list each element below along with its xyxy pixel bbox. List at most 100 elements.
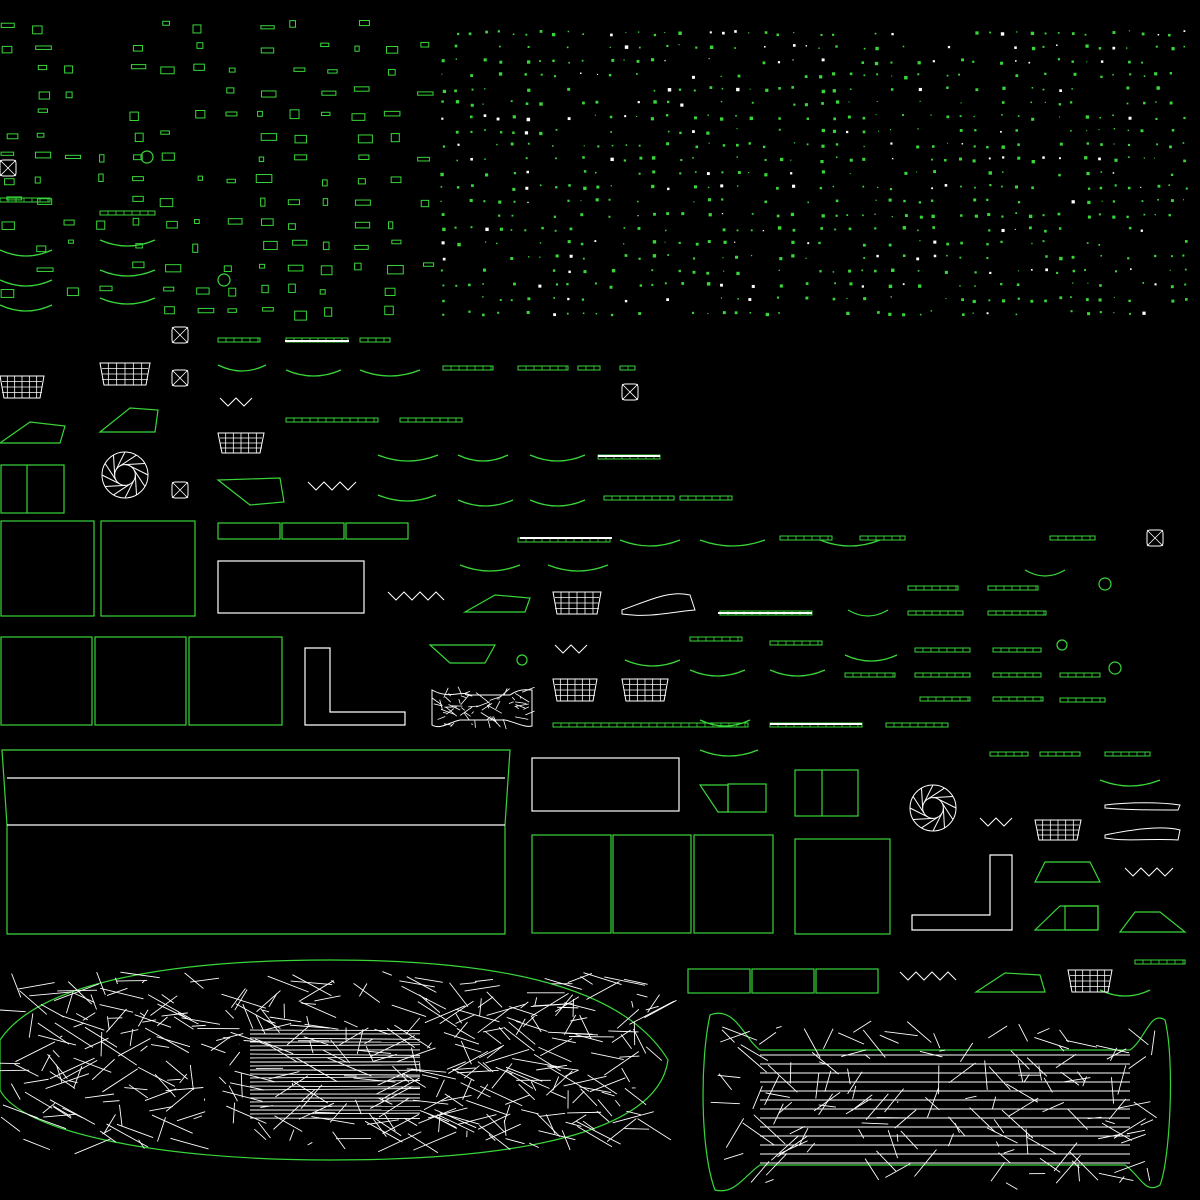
uv-dot bbox=[524, 229, 527, 232]
uv-quad bbox=[38, 91, 51, 100]
uv-quad bbox=[34, 176, 41, 184]
uv-quad bbox=[358, 154, 370, 161]
mesh-wire bbox=[538, 1130, 576, 1141]
mesh-wire bbox=[460, 1040, 472, 1065]
uv-dot bbox=[1071, 88, 1073, 90]
uv-dot bbox=[1128, 60, 1131, 64]
uv-dot bbox=[709, 86, 713, 89]
uv-dot bbox=[749, 116, 754, 121]
uv-dot bbox=[1100, 60, 1104, 63]
uv-dot bbox=[790, 212, 795, 217]
mesh-wire bbox=[838, 1032, 865, 1045]
uv-quad bbox=[354, 244, 369, 250]
uv-dot bbox=[917, 73, 920, 76]
mesh-wire bbox=[249, 1117, 421, 1120]
mesh-wire bbox=[1067, 1108, 1088, 1130]
mesh-wire bbox=[547, 1065, 579, 1071]
island-wide-1 bbox=[217, 560, 365, 614]
uv-dot bbox=[1128, 226, 1132, 230]
mesh-wire bbox=[629, 1000, 675, 1025]
uv-dot bbox=[748, 298, 752, 301]
uv-dot bbox=[527, 297, 531, 301]
uv-dot bbox=[665, 114, 669, 117]
uv-strip bbox=[1049, 535, 1096, 541]
uv-quad bbox=[260, 197, 266, 207]
uv-dot bbox=[484, 88, 486, 90]
uv-dot bbox=[736, 156, 738, 158]
mesh-wire bbox=[549, 1090, 567, 1099]
mesh-wire bbox=[47, 1054, 68, 1080]
uv-blade bbox=[621, 593, 696, 616]
mesh-wire bbox=[737, 1046, 767, 1073]
mesh-wire bbox=[604, 976, 646, 986]
mesh-wire bbox=[803, 1028, 821, 1058]
uv-dot bbox=[1031, 186, 1034, 190]
uv-quad bbox=[228, 67, 236, 73]
uv-dot bbox=[776, 186, 779, 190]
uv-dot bbox=[849, 158, 853, 162]
mesh-wire bbox=[67, 981, 93, 1005]
uv-dot bbox=[706, 282, 711, 286]
uv-dot bbox=[1113, 128, 1116, 130]
uv-quad bbox=[289, 20, 296, 28]
uv-dot bbox=[959, 256, 962, 259]
mesh-wire bbox=[156, 1036, 191, 1048]
uv-strip bbox=[1134, 959, 1186, 965]
uv-quad bbox=[132, 45, 144, 52]
uv-arc bbox=[0, 249, 53, 257]
mesh-wire bbox=[984, 1060, 988, 1090]
uv-quad bbox=[417, 156, 430, 162]
mesh-wire bbox=[29, 991, 72, 997]
uv-dot bbox=[888, 198, 892, 202]
uv-quad bbox=[417, 91, 434, 96]
uv-dot bbox=[1028, 214, 1033, 219]
uv-dot bbox=[834, 228, 837, 231]
uv-arc bbox=[529, 454, 586, 462]
uv-dot bbox=[889, 129, 892, 131]
mesh-wire bbox=[407, 1133, 439, 1154]
uv-dot bbox=[526, 310, 530, 314]
mesh-wire bbox=[291, 1080, 329, 1104]
uv-bolt-line bbox=[0, 159, 17, 177]
uv-dot bbox=[666, 44, 669, 48]
mesh-wire bbox=[240, 1073, 243, 1098]
uv-quad bbox=[293, 67, 306, 72]
uv-dot bbox=[625, 31, 627, 33]
mesh-wire bbox=[845, 1098, 872, 1115]
uv-dot bbox=[470, 157, 473, 161]
uv-dot bbox=[989, 31, 992, 34]
mesh-wire bbox=[1117, 1101, 1151, 1109]
uv-dot bbox=[666, 212, 670, 216]
mesh-wire bbox=[567, 973, 593, 983]
uv-arc bbox=[769, 669, 826, 677]
uv-dot bbox=[664, 59, 666, 62]
mesh-wire bbox=[515, 716, 529, 720]
mesh-wire bbox=[459, 706, 473, 716]
uv-dot bbox=[1057, 58, 1061, 61]
uv-dot bbox=[1084, 156, 1088, 160]
uv-dot bbox=[1073, 72, 1077, 76]
uv-dot bbox=[1112, 31, 1116, 34]
uv-dot bbox=[499, 131, 503, 134]
uv-dot bbox=[848, 269, 852, 273]
uv-dot bbox=[835, 143, 839, 146]
mesh-wire bbox=[403, 1117, 418, 1127]
mesh-wire bbox=[486, 1113, 505, 1133]
uv-dot bbox=[1059, 89, 1062, 92]
mesh-wire bbox=[1063, 1077, 1091, 1083]
uv-quad bbox=[353, 86, 370, 92]
uv-dot bbox=[888, 312, 892, 316]
uv-dot bbox=[636, 59, 640, 63]
uv-dot bbox=[720, 283, 723, 287]
uv-quad bbox=[35, 45, 52, 50]
uv-wedge bbox=[1034, 861, 1101, 883]
uv-dot bbox=[582, 33, 585, 36]
mesh-wire bbox=[314, 995, 341, 1002]
uv-dot bbox=[849, 72, 853, 76]
mesh-wire bbox=[485, 1049, 530, 1064]
uv-dot bbox=[664, 282, 667, 285]
mesh-wire bbox=[82, 1012, 96, 1021]
mesh-wire bbox=[624, 1087, 647, 1106]
uv-dot bbox=[552, 145, 554, 147]
mesh-wire bbox=[456, 1028, 476, 1040]
